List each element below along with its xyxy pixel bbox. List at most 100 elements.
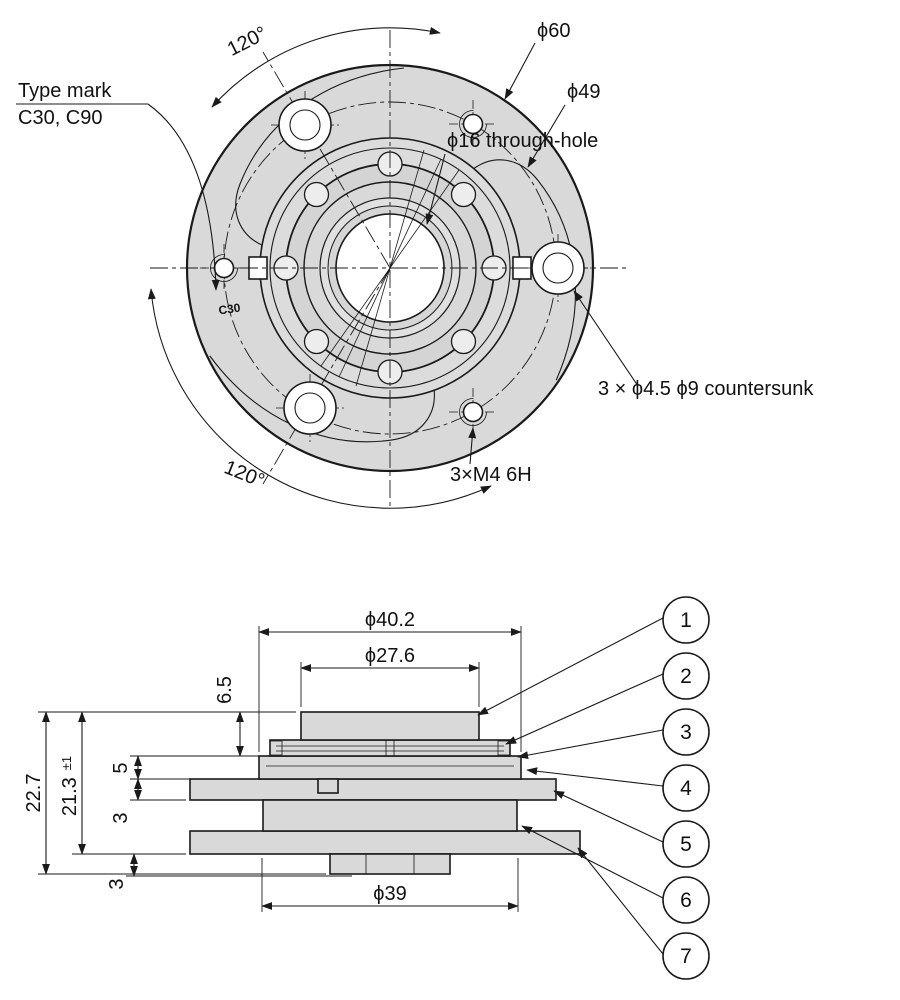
balloon-1: 1 bbox=[477, 596, 710, 716]
diagonal-centerline-120 bbox=[262, 51, 391, 269]
thread-circle bbox=[210, 254, 238, 282]
balloon-number: 3 bbox=[680, 721, 692, 744]
dia39-label: ϕ39 bbox=[373, 883, 406, 905]
case-ring bbox=[258, 755, 522, 780]
rotor-lobe bbox=[450, 328, 477, 355]
balloon-number: 2 bbox=[680, 665, 692, 688]
rotor-lobe bbox=[303, 181, 330, 208]
balloon-circle bbox=[662, 820, 710, 868]
balloon-3: 3 bbox=[517, 708, 710, 760]
angle-arc bbox=[147, 288, 492, 509]
height-21-3-label: 21.3 ±1 bbox=[59, 756, 81, 816]
flange-tab bbox=[317, 778, 339, 794]
countersunk-callout: 3 × ϕ4.5 ϕ9 countersunk bbox=[573, 290, 814, 400]
countersunk-hole bbox=[524, 234, 592, 302]
balloon-4: 4 bbox=[526, 764, 710, 812]
balloon-leader bbox=[521, 825, 664, 899]
tap-drill-circle bbox=[462, 401, 484, 423]
balloon-circle bbox=[662, 708, 710, 756]
through-hole-leader bbox=[425, 153, 446, 225]
countersink-circle bbox=[283, 381, 337, 435]
balloons: 1 2 3 4 5 bbox=[477, 596, 710, 980]
through-hole-callout: ϕ16 through-hole bbox=[425, 130, 598, 225]
height-3-lower-label: 3 bbox=[106, 878, 128, 889]
drill-circle bbox=[289, 109, 321, 141]
dia40-2-label: ϕ40.2 bbox=[365, 609, 415, 631]
balloon-leader bbox=[477, 617, 664, 716]
balloon-number: 6 bbox=[680, 889, 692, 912]
damper-body bbox=[262, 799, 518, 832]
dia60-callout: ϕ60 bbox=[504, 20, 570, 100]
balloon-leader bbox=[577, 847, 664, 955]
dim-dia-40-2: ϕ40.2 bbox=[258, 609, 522, 752]
angle-top-label: 120° bbox=[224, 22, 271, 60]
dim-21-3: 21.3 ±1 bbox=[59, 711, 186, 855]
upper-flange bbox=[189, 778, 557, 801]
countersunk-leader bbox=[573, 290, 639, 387]
dim-dia-39: ϕ39 bbox=[261, 858, 519, 912]
balloon-number: 1 bbox=[680, 609, 692, 632]
side-view: ϕ40.2 ϕ27.6 ϕ39 22.7 21.3 ±1 bbox=[23, 596, 710, 980]
disc-end-cap bbox=[269, 740, 283, 756]
countersunk-label: 3 × ϕ4.5 ϕ9 countersunk bbox=[598, 378, 814, 400]
top-plate bbox=[300, 711, 480, 741]
balloon-7: 7 bbox=[577, 847, 710, 980]
angle-bottom-label: 120° bbox=[221, 456, 268, 492]
balloon-circle bbox=[662, 652, 710, 700]
angle-arc bbox=[211, 27, 441, 108]
dim-3-upper: 3 bbox=[110, 778, 186, 824]
dim-dia-27-6: ϕ27.6 bbox=[300, 645, 480, 707]
dia49-callout: ϕ49 bbox=[527, 81, 600, 168]
balloon-leader bbox=[526, 767, 664, 787]
dia60-label: ϕ60 bbox=[537, 20, 570, 42]
balloon-circle bbox=[662, 876, 710, 924]
thread-circle bbox=[459, 110, 487, 138]
tapped-hole bbox=[449, 100, 497, 148]
dia27-6-label: ϕ27.6 bbox=[365, 645, 415, 667]
dim-5: 5 bbox=[110, 755, 253, 780]
through-hole-label: ϕ16 through-hole bbox=[447, 130, 598, 152]
balloon-2: 2 bbox=[505, 652, 710, 745]
disc-stack bbox=[269, 739, 511, 757]
height-3-upper-label: 3 bbox=[110, 812, 132, 823]
dim-3-lower: 3 bbox=[106, 853, 352, 890]
balloon-number: 7 bbox=[680, 945, 692, 968]
type-mark-callout: Type mark C30, C90 bbox=[16, 80, 220, 291]
rotor-lobe bbox=[450, 181, 477, 208]
balloon-leader bbox=[517, 729, 664, 760]
drill-circle bbox=[542, 252, 574, 284]
rotor-lobe bbox=[303, 328, 330, 355]
dia49-leader bbox=[527, 104, 566, 168]
tapped-label: 3×M4 6H bbox=[450, 464, 532, 486]
balloon-circle bbox=[662, 764, 710, 812]
height-6-5-label: 6.5 bbox=[214, 676, 236, 704]
countersink-circle bbox=[531, 241, 585, 295]
tapped-leader bbox=[468, 427, 477, 465]
tapped-callout: 3×M4 6H bbox=[450, 427, 532, 486]
lower-plate bbox=[189, 830, 581, 855]
balloon-number: 5 bbox=[680, 833, 692, 856]
balloon-circle bbox=[662, 596, 710, 644]
disc-end-cap bbox=[497, 740, 511, 756]
balloon-leader bbox=[505, 673, 664, 745]
dim-22-7: 22.7 bbox=[23, 711, 326, 875]
balloon-6: 6 bbox=[521, 825, 710, 924]
dia60-leader bbox=[504, 42, 536, 100]
balloon-leader bbox=[553, 790, 664, 843]
tap-drill-circle bbox=[462, 113, 484, 135]
dim-6-5: 6.5 bbox=[130, 676, 264, 757]
height-21-3-value: 21.3 bbox=[59, 777, 81, 816]
type-mark-label-line1: Type mark bbox=[18, 80, 112, 102]
tap-drill-circle bbox=[213, 257, 235, 279]
top-view: C30 120° 120° Type mark C30, C90 ϕ60 ϕ49 bbox=[16, 20, 814, 509]
callout-leader bbox=[147, 103, 220, 291]
countersink-circle bbox=[278, 98, 332, 152]
height-21-3-tolerance: ±1 bbox=[59, 756, 74, 770]
height-22-7-label: 22.7 bbox=[23, 774, 45, 813]
type-mark-label-line2: C30, C90 bbox=[18, 107, 103, 129]
balloon-5: 5 bbox=[553, 790, 710, 868]
balloon-number: 4 bbox=[680, 777, 692, 800]
balloon-circle bbox=[662, 932, 710, 980]
